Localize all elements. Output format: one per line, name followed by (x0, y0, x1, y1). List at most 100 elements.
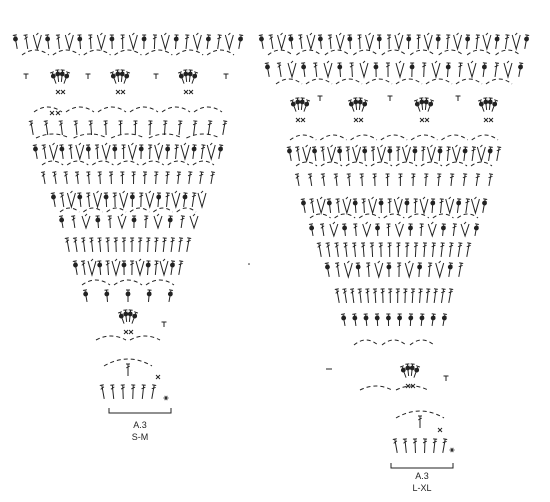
bobble-treble-symbol (375, 223, 380, 237)
chain-arc (420, 161, 443, 167)
treble-symbol (94, 144, 100, 160)
treble-symbol (496, 146, 502, 161)
treble-symbol (74, 171, 80, 185)
bobble-treble-symbol (183, 69, 189, 83)
treble-symbol (360, 242, 366, 258)
chain-arc (353, 339, 379, 346)
treble-symbol (424, 173, 429, 187)
bobble-treble-symbol (59, 69, 65, 83)
bobble-treble-symbol (238, 34, 244, 49)
chain-arc (192, 160, 215, 166)
chain-arc (350, 134, 378, 141)
treble-symbol (142, 171, 148, 185)
treble-symbol (294, 173, 300, 186)
chain-arc (381, 49, 407, 56)
treble-symbol (199, 171, 204, 185)
chain-arc (485, 78, 513, 85)
chain-arc (457, 213, 479, 219)
bobble-treble-symbol (167, 289, 174, 302)
treble-symbol (170, 237, 175, 253)
chain-arc (21, 49, 50, 56)
x-stitch-symbol (120, 89, 126, 95)
treble-symbol (412, 438, 418, 454)
x-stitch-symbol (55, 89, 61, 95)
bobble-treble-symbol (112, 144, 118, 160)
x-stitch-symbol (300, 117, 306, 123)
chain-arc (33, 106, 63, 113)
chain-arc (41, 160, 64, 166)
x-stitch-symbol (419, 117, 425, 123)
v-increase-symbol (287, 60, 297, 79)
x-stitch-symbol (405, 383, 411, 389)
bobble-treble-symbol (311, 146, 317, 162)
treble-symbol (165, 171, 170, 185)
v-increase-symbol (374, 260, 384, 279)
bobble-treble-symbol (55, 69, 61, 83)
treble-symbol (23, 34, 29, 49)
chain-arc (81, 279, 111, 286)
x-stitch-symbol (123, 329, 129, 335)
chain-arc (471, 134, 499, 141)
bobble-treble-symbol (131, 311, 139, 324)
chain-arc (110, 133, 146, 139)
treble-symbol (387, 242, 392, 258)
treble-symbol (372, 288, 378, 304)
x-stitch-symbol (49, 110, 55, 116)
treble-symbol (457, 242, 463, 257)
bobble-treble-symbol (337, 146, 343, 162)
treble-symbol (335, 198, 340, 214)
treble-symbol (120, 34, 125, 50)
treble-symbol (446, 146, 451, 162)
treble-symbol (357, 34, 362, 50)
treble-symbol (504, 34, 510, 49)
chain-arc (409, 49, 435, 56)
treble-symbol (418, 288, 423, 304)
bobble-treble-symbol (12, 34, 18, 49)
v-increase-symbol (423, 32, 433, 51)
bobble-treble-symbol (409, 363, 415, 377)
x-stitch-symbol (353, 117, 359, 123)
treble-symbol (378, 242, 383, 258)
chain-arc (97, 106, 127, 113)
t-stitch-symbol (387, 95, 393, 101)
bobble-treble-symbol (177, 71, 185, 84)
size-label-left: S-M (132, 432, 149, 442)
treble-symbol (139, 192, 144, 208)
bobble-treble-symbol (419, 97, 425, 111)
v-increase-symbol (476, 144, 486, 163)
chart-title-right: A.3 (415, 471, 429, 481)
treble-symbol (180, 215, 185, 229)
bobble-treble-symbol (82, 289, 89, 302)
treble-symbol (276, 62, 282, 77)
treble-symbol (346, 173, 351, 187)
chain-arc (66, 160, 89, 166)
asterisk-marker (449, 447, 455, 453)
bobble-treble-symbol (386, 262, 392, 278)
treble-symbol (88, 34, 93, 50)
bobble-treble-symbol (156, 192, 162, 208)
v-increase-symbol (192, 32, 202, 51)
v-increase-symbol (327, 144, 337, 163)
bobble-treble-symbol (373, 62, 379, 78)
bobble-treble-symbol (362, 146, 368, 162)
chain-arc (432, 213, 454, 219)
bobble-treble-symbol (145, 260, 151, 276)
bobble-treble-symbol (301, 62, 307, 78)
bobble-treble-symbol (397, 313, 402, 327)
treble-symbol (387, 198, 392, 214)
chart-a3-l-xl (258, 32, 530, 469)
treble-symbol (144, 215, 149, 229)
treble-symbol (419, 223, 424, 237)
treble-symbol (40, 171, 46, 184)
treble-symbol (422, 62, 427, 78)
bobble-treble-symbol (109, 71, 117, 84)
v-increase-symbol (394, 221, 404, 238)
bobble-treble-symbol (430, 198, 436, 214)
v-increase-symbol (395, 60, 405, 79)
chain-arc (445, 161, 468, 167)
v-increase-symbol (393, 196, 403, 215)
chain-arc (470, 161, 493, 167)
bobble-treble-symbol (447, 262, 453, 277)
v-increase-symbol (101, 142, 111, 161)
v-increase-symbol (96, 32, 106, 51)
